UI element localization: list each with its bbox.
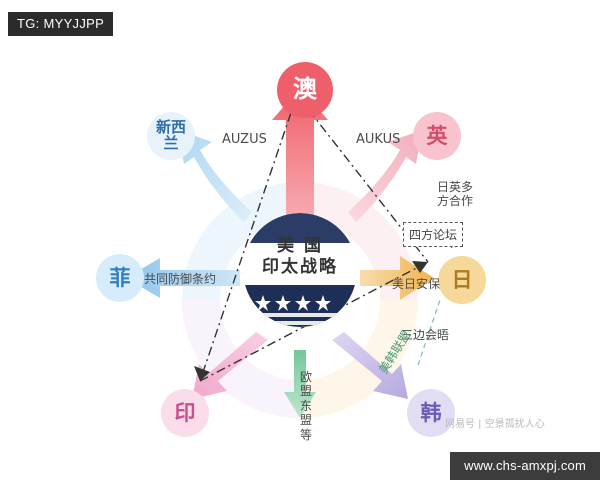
center-label-line1: 美 国 (277, 236, 323, 256)
node-india-label: 印 (174, 400, 196, 425)
quad-forum-box: 四方论坛 (403, 222, 464, 247)
korea-japan-line (417, 299, 441, 366)
node-japan-label: 日 (451, 267, 473, 292)
center-label: 美 国 印太战略 (243, 236, 357, 279)
node-japan[interactable]: 日 (438, 256, 486, 304)
label-trilateral-meeting: 三边会晤 (401, 328, 450, 342)
label-us-japan-security: 美日安保 (392, 277, 441, 291)
arrow-to-newzealand (178, 130, 252, 222)
node-korea[interactable]: 韩 (407, 389, 455, 437)
label-mutual-defense-treaty: 共同防御条约 (144, 272, 217, 286)
node-korea-label: 韩 (420, 400, 442, 425)
node-philippines[interactable]: 菲 (96, 254, 144, 302)
node-new-zealand[interactable]: 新西 兰 (147, 112, 195, 160)
arrow-to-korea (332, 332, 408, 399)
label-japan-uk-cooperation: 日英多 方合作 (437, 180, 474, 209)
url-badge: www.chs-amxpj.com (450, 452, 600, 480)
node-new-zealand-label: 新西 兰 (155, 118, 186, 152)
label-auzus: AUZUS (222, 132, 267, 147)
node-uk[interactable]: 英 (413, 112, 461, 160)
node-philippines-label: 菲 (109, 265, 131, 290)
node-uk-label: 英 (426, 123, 448, 148)
center-label-line2: 印太战略 (262, 257, 338, 278)
label-aukus: AUKUS (356, 132, 401, 147)
arrow-to-eu-asean (284, 350, 316, 418)
node-india[interactable]: 印 (161, 389, 209, 437)
arrow-to-uk (348, 130, 422, 222)
node-australia-label: 澳 (293, 75, 317, 104)
node-australia[interactable]: 澳 (277, 62, 333, 118)
arrow-to-philippines (126, 258, 240, 298)
site-watermark: 网易号 | 空景孤扰人心 (445, 419, 545, 430)
label-eu-asean: 欧 盟 东 盟 等 (300, 370, 313, 442)
telegram-badge: TG: MYYJJPP (8, 12, 114, 36)
